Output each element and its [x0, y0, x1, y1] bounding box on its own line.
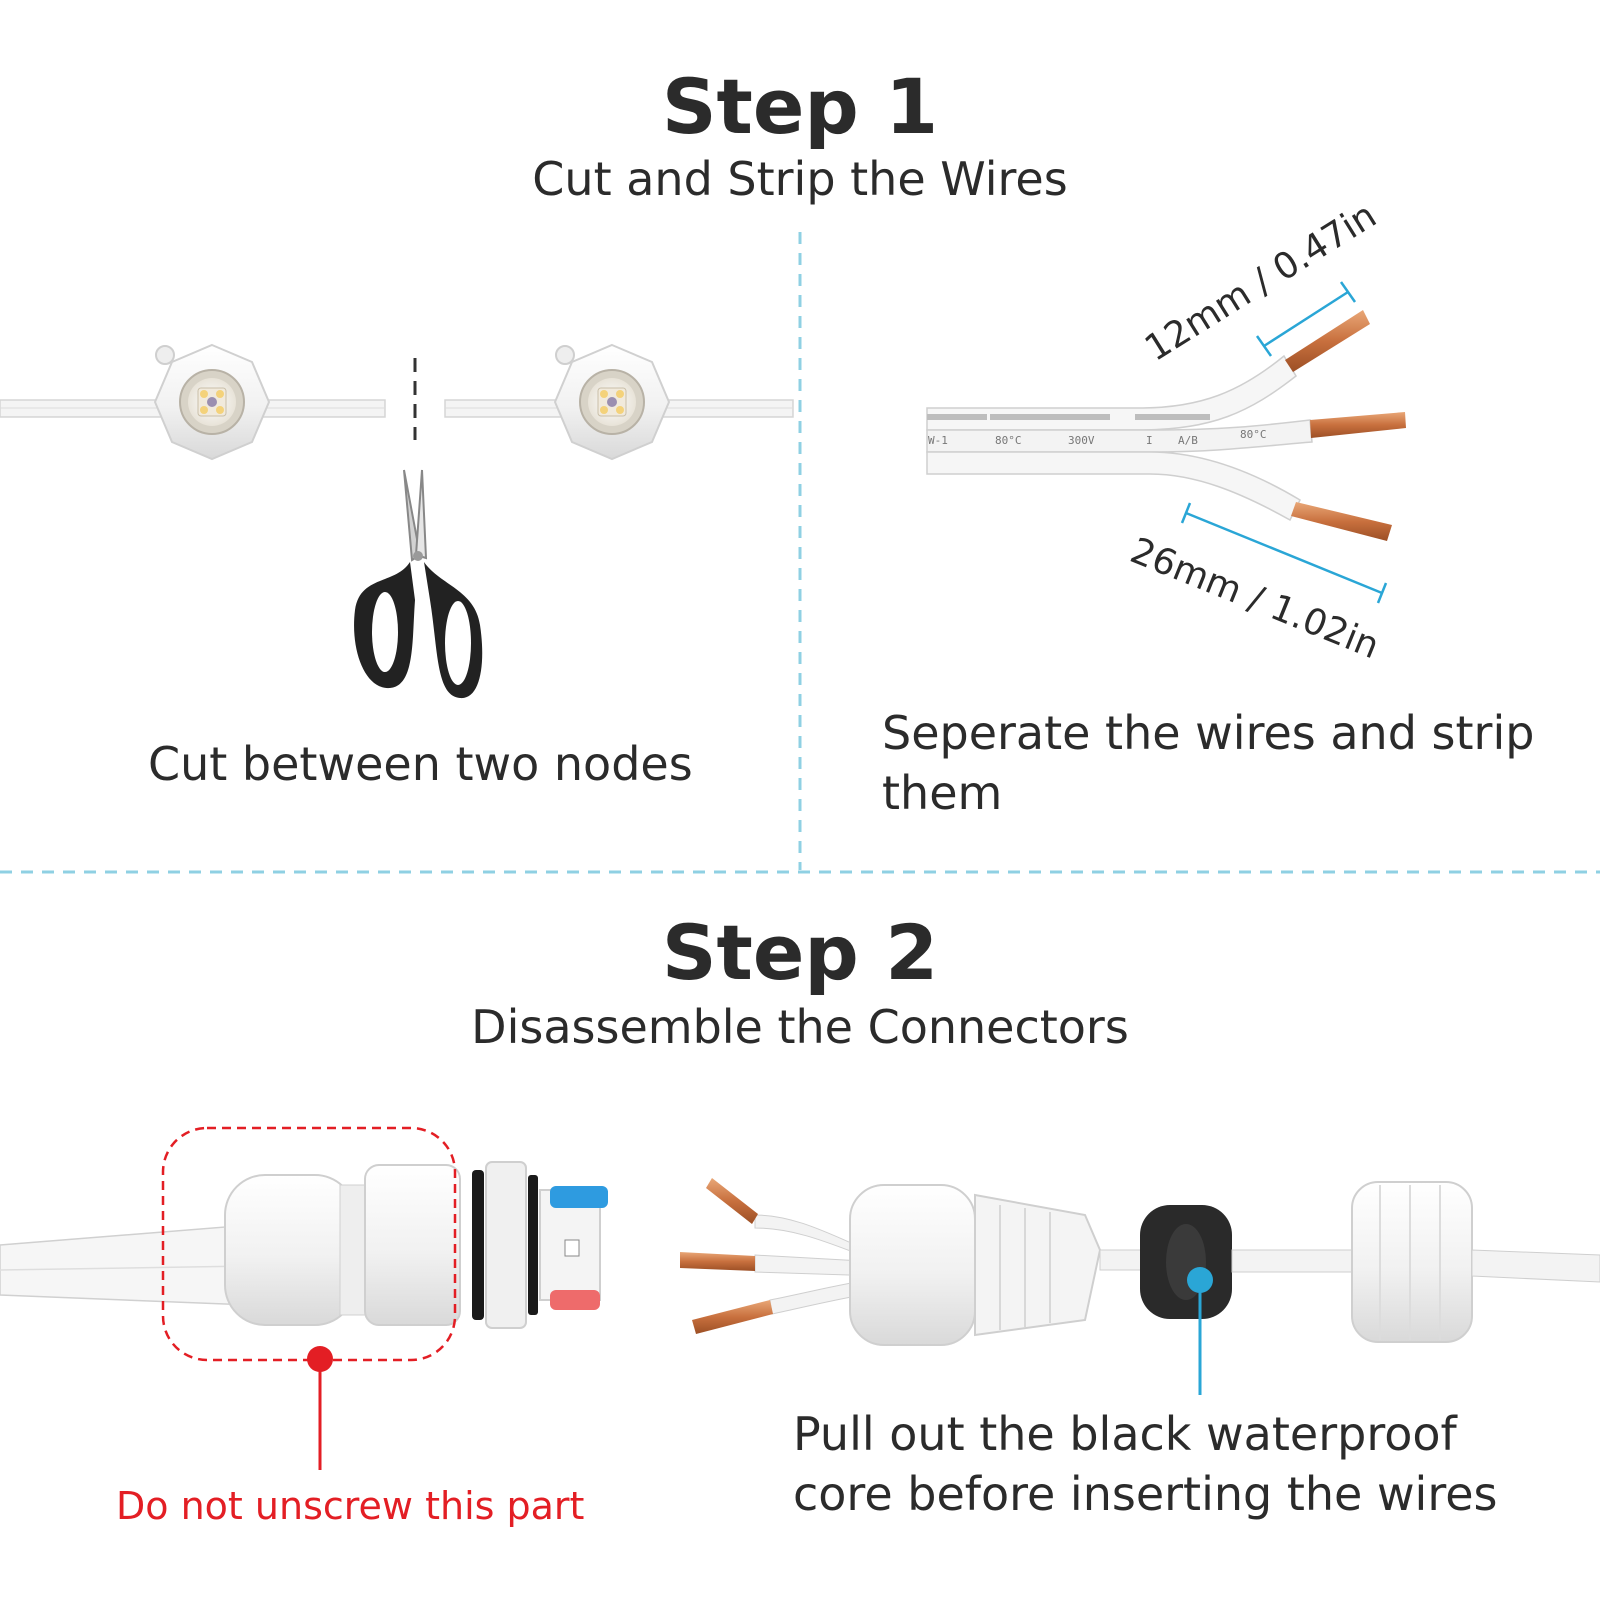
warning-caption: Do not unscrew this part: [116, 1484, 585, 1528]
core-caption-line1: Pull out the black waterproof: [793, 1407, 1457, 1461]
svg-text:80°C: 80°C: [995, 434, 1022, 447]
step1-subtitle: Cut and Strip the Wires: [532, 152, 1068, 206]
light-string: [0, 399, 794, 418]
step1-title: Step 1: [661, 62, 939, 151]
svg-text:W-1: W-1: [928, 434, 948, 447]
svg-text:A/B: A/B: [1178, 434, 1198, 447]
led-node-right: [553, 343, 671, 461]
step2-title: Step 2: [661, 908, 939, 997]
dimension-long-marker: [1180, 502, 1388, 604]
strip-caption-line2: them: [882, 766, 1003, 820]
core-caption-line2: core before inserting the wires: [793, 1467, 1498, 1521]
step2-subtitle: Disassemble the Connectors: [471, 1000, 1129, 1054]
dimension-short-marker: [1255, 281, 1357, 357]
led-node-left: [153, 343, 271, 461]
stripped-wire-illustration: [926, 310, 1406, 541]
svg-text:I: I: [1146, 434, 1153, 447]
scissors-icon: [354, 469, 483, 699]
svg-text:300V: 300V: [1068, 434, 1095, 447]
dimension-long-label: 26mm / 1.02in: [1125, 530, 1385, 667]
cut-caption: Cut between two nodes: [148, 737, 693, 791]
connector-disassembled: [680, 1178, 1600, 1346]
connector-assembled: [0, 1161, 608, 1329]
svg-text:80°C: 80°C: [1240, 428, 1267, 441]
strip-caption-line1: Seperate the wires and strip: [882, 706, 1535, 760]
wire-print-text: W-1 80°C 300V I A/B 80°C: [928, 428, 1267, 447]
